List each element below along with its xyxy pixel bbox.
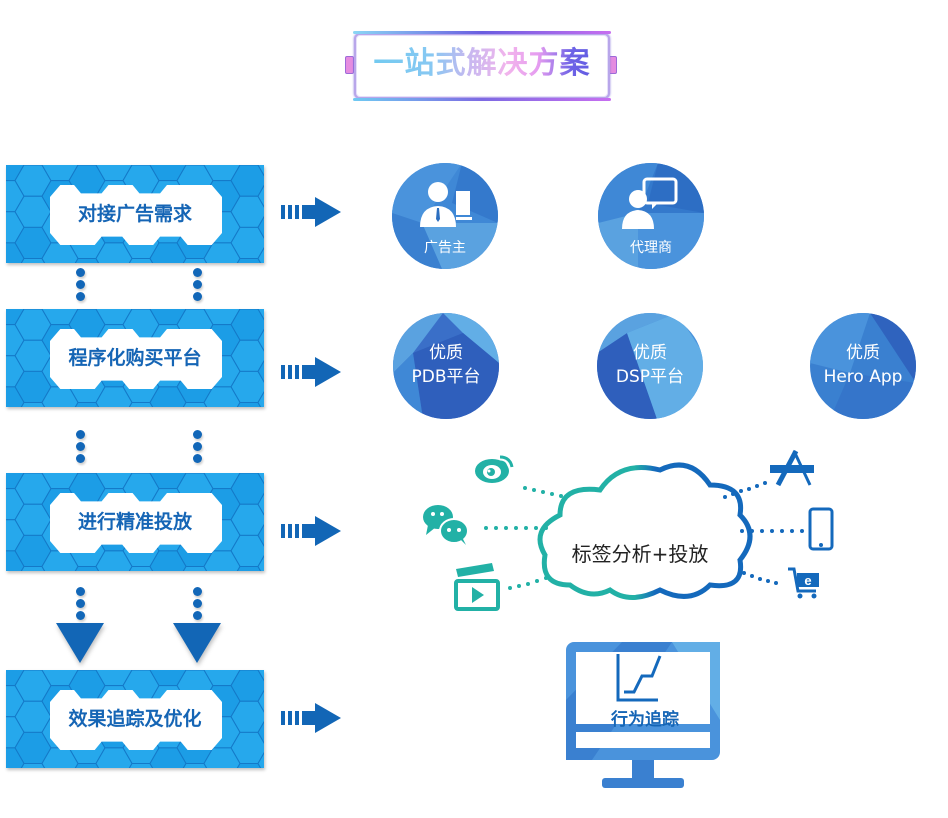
polygon-background [810,313,916,419]
monitor-icon [566,642,720,788]
dsp-platform-circle: 优质 DSP平台 [597,313,703,419]
polygon-background [392,163,498,269]
hexagon-tile [149,386,187,407]
hexagon-tile [6,386,25,407]
right-arrow-icon [281,357,341,387]
smartphone-icon [808,507,834,551]
hexagon-tile [203,242,241,263]
connector-dots [193,268,203,304]
down-arrow-icon [173,623,221,663]
circle-label-line1: 优质 [846,343,880,363]
agency-icon [622,177,678,229]
agency-circle: 代理商 [598,163,704,269]
right-dotted-connectors [723,481,804,585]
advertiser-icon [420,182,472,227]
hexagon-tile [257,359,264,383]
connector-dots [76,430,86,466]
hexagon-tile [257,752,264,768]
hexagon-tile [257,555,264,571]
right-arrow-icon [281,197,341,227]
hexagon-tile [6,550,25,571]
polygon-background [393,313,499,419]
left-dotted-connectors [484,486,563,590]
hexagon-tile [6,747,25,768]
hexagon-tile [203,747,241,768]
circle-label-line2: PDB平台 [411,367,481,387]
circle-label-line2: DSP平台 [615,367,685,387]
hexagon-tile [257,670,264,682]
monitor-label: 行为追踪 [611,710,679,730]
cloud-label: 标签分析+投放 [571,542,709,566]
hexagon-tile [95,747,133,768]
step-label: 对接广告需求 [77,203,192,225]
hexagon-tile [95,550,133,571]
hexagon-tile [257,215,264,239]
hero-app-circle: 优质 Hero App [810,313,916,419]
hexagon-tile [257,328,264,352]
circle-label: 广告主 [424,240,466,256]
pdb-platform-circle: 优质 PDB平台 [393,313,499,419]
ecommerce-cart-icon: e [788,567,819,599]
step-label: 进行精准投放 [77,511,192,533]
step-label: 程序化购买平台 [68,347,202,369]
page-title: 一站式解决方案 [354,33,610,95]
step-inner-panel [50,493,222,553]
circle-label-line1: 优质 [633,343,667,363]
title-left-nub [345,56,354,74]
hexagon-tile [257,689,264,713]
connector-dots [193,430,203,466]
hexagon-tile [257,391,264,407]
hexagon-tile [6,242,25,263]
circle-label-line2: Hero App [823,367,903,387]
trend-chart-icon [616,654,662,702]
step-inner-panel [50,185,222,245]
svg-text:e: e [804,573,811,588]
title-frame [353,31,611,101]
hexagon-tile [149,242,187,263]
hexagon-tile [257,473,264,485]
hexagon-tile [203,550,241,571]
hexagon-tile [257,247,264,263]
video-clapper-icon [454,563,500,611]
cloud-outline [537,462,753,600]
step-box-4: 效果追踪及优化 [6,670,264,768]
weibo-icon [475,455,514,483]
right-arrow-icon [281,516,341,546]
hexagon-tile [257,720,264,744]
hexagon-tile [149,747,187,768]
step-inner-panel [50,690,222,750]
connector-dots [76,587,86,623]
step-label: 效果追踪及优化 [68,708,202,730]
right-arrow-icon [281,703,341,733]
step-inner-panel [50,329,222,389]
step-box-1: 对接广告需求 [6,165,264,263]
hexagon-tile [203,386,241,407]
down-arrow-icon [56,623,104,663]
hexagon-tile [149,550,187,571]
circle-label: 代理商 [630,240,672,256]
step-box-3: 进行精准投放 [6,473,264,571]
hexagon-tile [257,184,264,208]
wechat-icon [423,505,469,545]
hexagon-tile [257,309,264,321]
cloud-diagram: e [423,449,834,611]
hexagon-tile [95,242,133,263]
app-store-icon [770,449,814,487]
hexagon-tile [257,165,264,177]
connector-dots [76,268,86,304]
circle-label-line1: 优质 [429,343,463,363]
polygon-background [597,313,703,419]
connector-dots [193,587,203,623]
step-box-2: 程序化购买平台 [6,309,264,407]
hexagon-tile [257,523,264,547]
hexagon-tile [257,492,264,516]
hexagon-tile [95,386,133,407]
advertiser-circle: 广告主 [392,163,498,269]
